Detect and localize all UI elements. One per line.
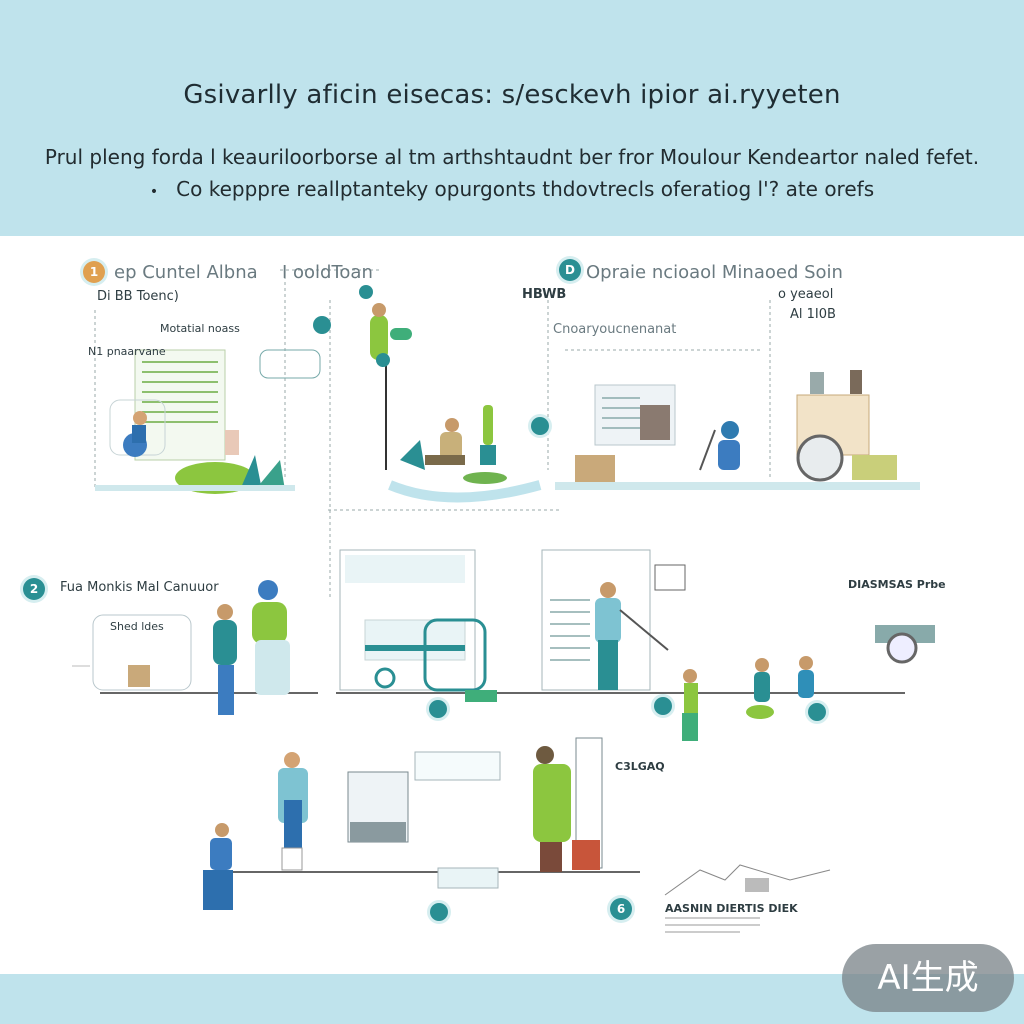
section-1-label-b: N1 pnaarvane <box>88 345 166 358</box>
panel-bottom-row-illustration <box>203 737 831 933</box>
section-4-footer-tag: AASNIN DIERTIS DIEK <box>665 902 798 915</box>
panel-top-middle-illustration <box>313 285 542 600</box>
panel-middle-row-illustration <box>72 509 935 741</box>
section-1-title: ep Cuntel Albna <box>114 262 258 283</box>
section-2-tag-2: o yeaeol <box>778 287 834 302</box>
section-3-tag: DIASMSAS Prbe <box>848 578 946 591</box>
bullet-icon: • <box>149 184 159 200</box>
header-subtitle-line-2: • Co kepppre reallptanteky opurgonts thdo… <box>0 177 1024 201</box>
header-subtitle-line-2-text: Co kepppre reallptanteky opurgonts thdov… <box>176 177 875 201</box>
section-2-tag-3: Al 1I0B <box>790 307 836 322</box>
section-2-title: Opraie ncioaol Minaoed Soin <box>586 262 843 283</box>
section-1-subtitle: Di BB Toenc) <box>97 289 179 304</box>
panel-top-left-illustration <box>94 269 380 494</box>
section-4-tag: C3LGAQ <box>615 760 665 773</box>
section-1-title-2: I ooldToan <box>282 262 373 283</box>
section-3-title: Fua Monkis Mal Canuuor <box>60 580 219 595</box>
step-badge-small-c <box>430 903 448 921</box>
section-1-label-a: Motatial noass <box>160 322 240 335</box>
step-badge-d: D <box>559 259 581 281</box>
ai-generated-watermark: AI生成 <box>842 944 1014 1012</box>
section-2-subtitle: Cnoaryoucnenanat <box>553 322 677 337</box>
step-badge-small-b <box>429 700 447 718</box>
header-band <box>0 0 1024 236</box>
step-badge-6: 6 <box>610 898 632 920</box>
section-3-subtitle: Shed ldes <box>110 620 164 633</box>
step-badge-2: 2 <box>23 578 45 600</box>
header-subtitle-line-1: Prul pleng forda l keauriloorborse al tm… <box>44 145 980 169</box>
step-badge-1: 1 <box>83 261 105 283</box>
step-badge-small-a <box>531 417 549 435</box>
step-badge-small-d <box>808 703 826 721</box>
page-title: Gsivarlly aficin eisecas: s/esckevh ipio… <box>183 80 841 110</box>
panel-top-right-illustration <box>547 300 920 490</box>
section-2-tag-1: HBWB <box>522 287 567 302</box>
step-badge-small-e <box>654 697 672 715</box>
